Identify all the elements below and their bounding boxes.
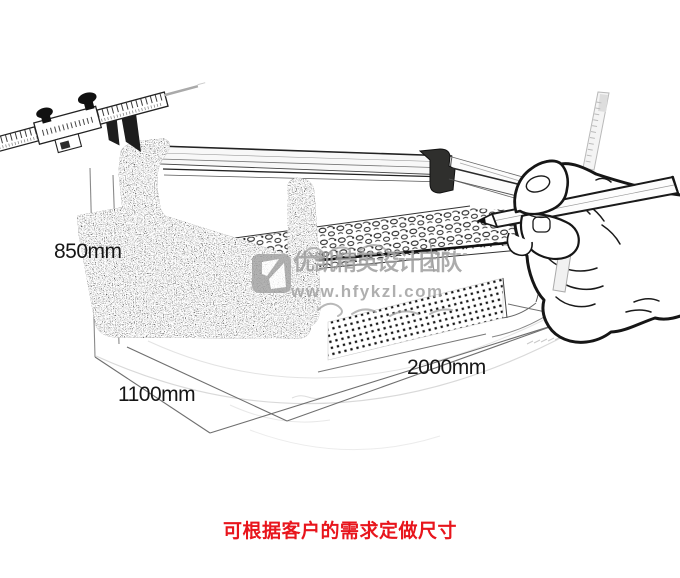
watermark-graphics: [252, 244, 467, 317]
hand-holding-pencil-icon: [475, 159, 680, 344]
width-dimension-line: [209, 317, 578, 434]
thumb-nail: [525, 175, 551, 193]
caliper-fixed-jaw: [121, 114, 142, 153]
custom-size-note: 可根据客户的需求定做尺寸: [222, 521, 457, 542]
glass-canopy: [157, 145, 559, 209]
watermark-flourish: [301, 244, 467, 317]
caliper-lock-screw: [77, 92, 97, 105]
width-dimension-label: 2000mm: [407, 356, 486, 379]
watermark-logo-icon: [252, 254, 291, 293]
pencil-tip: [478, 217, 486, 225]
watermark-team-name: 优凯精英设计团队: [293, 250, 462, 275]
middle-finger: [506, 232, 533, 257]
depth-dimension-label: 1100mm: [118, 383, 196, 406]
ruler-icon: [582, 91, 610, 171]
caliper-movable-jaw: [106, 119, 120, 146]
watermark-website: www.hfykzl.com: [291, 282, 444, 301]
depth-dimension-line: [94, 356, 211, 434]
granite-slab: [77, 205, 314, 339]
vernier-caliper-icon: [0, 82, 206, 155]
caliper-thumb-screw: [36, 107, 53, 119]
height-dimension-label: 850mm: [54, 240, 122, 263]
canopy-right-bracket: [418, 148, 456, 194]
